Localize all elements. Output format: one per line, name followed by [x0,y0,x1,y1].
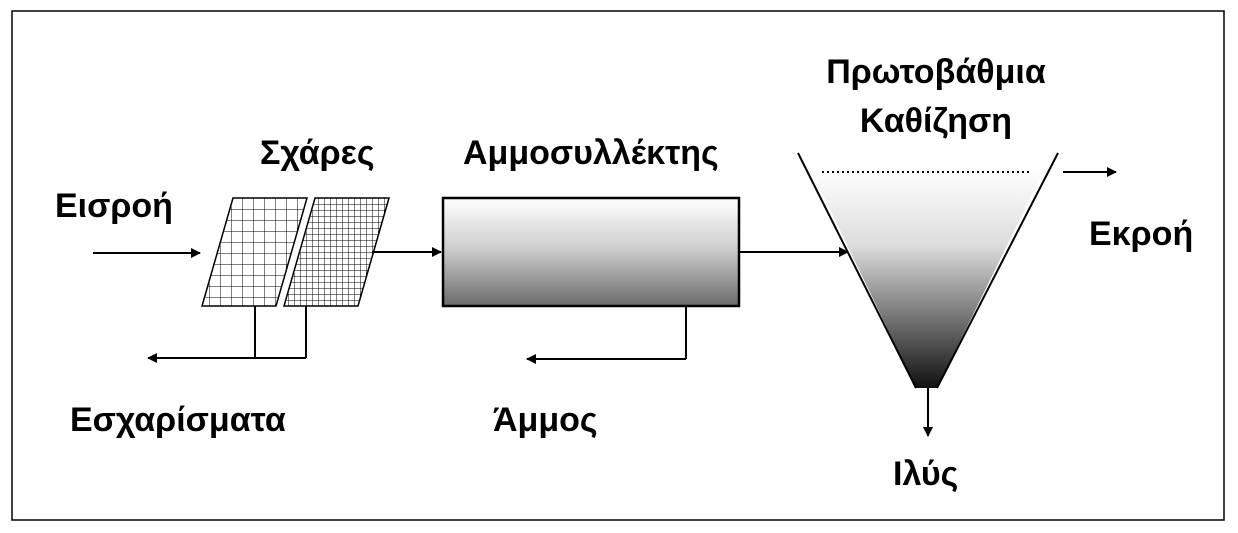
label-sludge: Ιλύς [893,455,959,493]
label-grit-chamber: Αμμοσυλλέκτης [463,134,719,172]
grit-chamber-tank [441,196,741,308]
settling-tank-walls [797,152,1059,389]
sand-outlet [526,306,687,364]
label-primary-settling-line2: Καθίζηση [859,102,1013,140]
label-sand: Άμμος [493,401,598,439]
screenings-outlet [147,306,307,363]
label-inflow: Εισροή [55,187,173,225]
diagram-frame [11,10,1225,521]
label-screens: Σχάρες [260,134,375,172]
settling-tank-fill [810,168,1045,388]
label-outflow: Εκροή [1089,215,1194,253]
label-primary-settling-line1: Πρωτοβάθμια [826,53,1046,91]
label-screenings: Εσχαρίσματα [70,401,286,439]
